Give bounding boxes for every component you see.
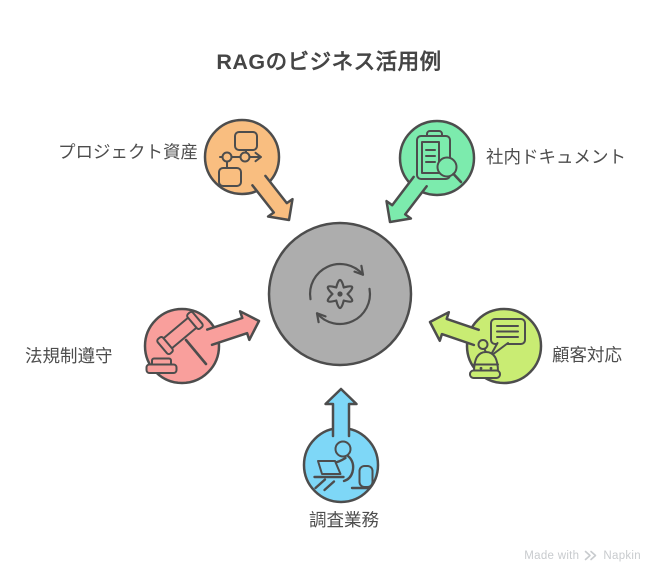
center-hub: [267, 221, 413, 367]
node-internal-documents: [385, 119, 476, 224]
clipboard-search-icon: [416, 130, 463, 184]
napkin-logo-icon: [585, 550, 597, 561]
arrow-to-center: [251, 174, 294, 222]
watermark-brand: Napkin: [603, 549, 641, 562]
node-research-work: [302, 387, 380, 504]
node-legal-compliance: [143, 307, 261, 385]
sync-gear-icon: [308, 262, 372, 326]
node-project-assets: [203, 118, 294, 222]
label-customer-support: 顧客対応: [552, 345, 622, 365]
arrow-to-center: [205, 310, 261, 347]
watermark-prefix: Made with: [524, 549, 580, 562]
arrow-to-center: [324, 387, 358, 438]
robot-chat-icon: [469, 318, 526, 379]
person-laptop-icon: [313, 440, 374, 492]
arrow-to-center: [385, 175, 428, 224]
node-customer-support: [428, 307, 543, 385]
label-legal-compliance: 法規制遵守: [25, 346, 113, 366]
arrow-to-center: [428, 310, 480, 347]
diagram-title: RAGのビジネス活用例: [216, 50, 442, 74]
gavel-icon: [145, 310, 208, 374]
watermark: Made with Napkin: [524, 549, 641, 562]
label-internal-documents: 社内ドキュメント: [486, 147, 626, 167]
label-project-assets: プロジェクト資産: [58, 142, 198, 162]
flowchart-icon: [218, 131, 262, 187]
label-research-work: 調査業務: [309, 510, 379, 530]
